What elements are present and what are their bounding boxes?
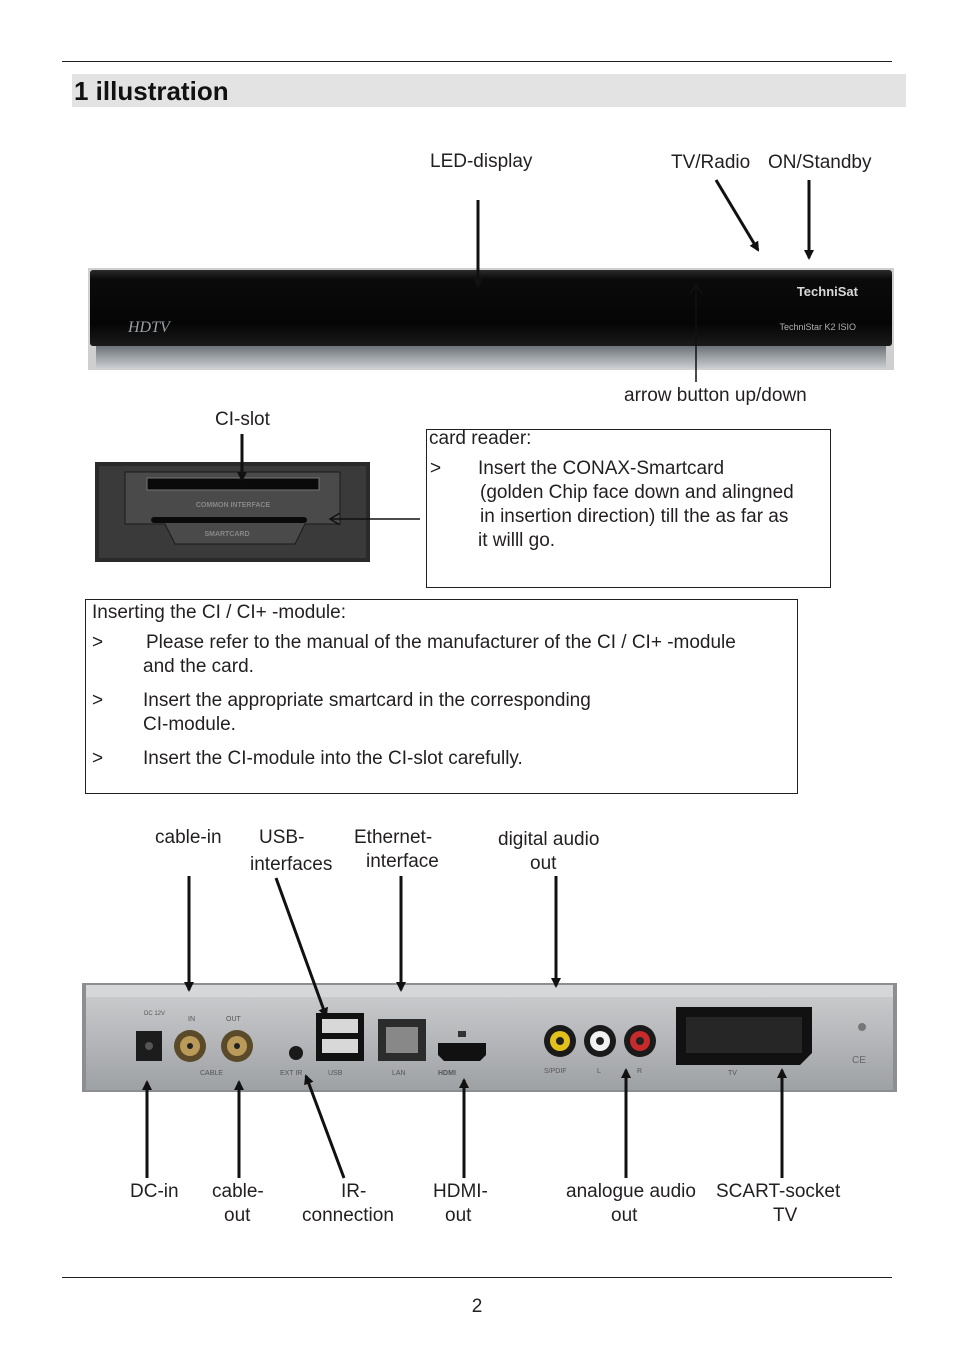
panel-text-usb: USB bbox=[328, 1070, 343, 1077]
card-reader-line-1: Insert the CONAX-Smartcard bbox=[478, 458, 725, 479]
label-ir-1: IR- bbox=[341, 1181, 367, 1202]
ci-text-common-interface: COMMON INTERFACE bbox=[196, 502, 271, 509]
label-ci-slot: CI-slot bbox=[215, 409, 270, 430]
label-arrow-button: arrow button up/down bbox=[624, 385, 807, 406]
label-usb-1: USB- bbox=[259, 827, 305, 848]
label-digital-audio-2: out bbox=[530, 853, 557, 874]
page-number: 2 bbox=[471, 1296, 483, 1317]
label-on-standby: ON/Standby bbox=[768, 152, 872, 173]
device-model: TechniStar K2 ISIO bbox=[779, 322, 856, 332]
arrow-usb bbox=[274, 877, 328, 1018]
panel-text-r: R bbox=[637, 1068, 642, 1075]
label-led-display: LED-display bbox=[430, 151, 533, 172]
label-cable-out-2: out bbox=[224, 1205, 251, 1226]
ci-module-item-line: CI-module. bbox=[143, 714, 236, 735]
label-scart-1: SCART-socket bbox=[716, 1181, 841, 1202]
panel-text-out: OUT bbox=[226, 1016, 242, 1023]
label-cable-in: cable-in bbox=[155, 827, 222, 848]
panel-text-ce: CE bbox=[852, 1055, 866, 1066]
label-analogue-2: out bbox=[611, 1205, 638, 1226]
label-cable-out-1: cable- bbox=[212, 1181, 264, 1202]
section-heading: 1 illustration bbox=[74, 76, 229, 106]
label-hdmi-1: HDMI- bbox=[433, 1181, 488, 1202]
label-ethernet-1: Ethernet- bbox=[354, 827, 433, 848]
label-usb-2: interfaces bbox=[250, 854, 333, 875]
bottom-rule bbox=[62, 1277, 892, 1278]
panel-text-lan: LAN bbox=[392, 1070, 406, 1077]
ci-module-bullet: > bbox=[92, 690, 104, 711]
panel-text-tv: TV bbox=[728, 1070, 737, 1077]
heading-bar bbox=[72, 74, 906, 107]
label-hdmi-2: out bbox=[445, 1205, 472, 1226]
panel-text-in: IN bbox=[188, 1016, 195, 1023]
front-panel-image: TechniSat TechniStar K2 ISIO HDTV bbox=[88, 268, 894, 370]
card-reader-title: card reader: bbox=[429, 428, 532, 449]
ci-module-item-line: Please refer to the manual of the manufa… bbox=[146, 632, 736, 653]
label-ir-2: connection bbox=[302, 1205, 394, 1226]
card-reader-line-3: in insertion direction) till the as far … bbox=[480, 506, 789, 527]
ci-module-title: Inserting the CI / CI+ -module: bbox=[92, 602, 346, 623]
panel-text-ext-ir: EXT IR bbox=[280, 1070, 302, 1077]
ci-module-box bbox=[85, 599, 798, 794]
arrow-ir bbox=[304, 1074, 346, 1179]
label-digital-audio-1: digital audio bbox=[498, 829, 600, 850]
card-reader-box bbox=[426, 429, 831, 588]
panel-text-hdmi: HDMI bbox=[438, 1070, 456, 1077]
top-rule bbox=[62, 61, 892, 62]
arrow-tv-radio bbox=[714, 179, 760, 252]
panel-text-l: L bbox=[597, 1068, 601, 1075]
rear-panel-image: DC 12V IN OUT CABLE EXT IR USB LAN HDMI … bbox=[82, 983, 897, 1092]
ci-module-item-line: Insert the appropriate smartcard in the … bbox=[143, 690, 591, 711]
ci-slot-image: COMMON INTERFACE SMARTCARD bbox=[95, 462, 370, 562]
label-dc-in: DC-in bbox=[130, 1181, 179, 1202]
panel-text-dc: DC 12V bbox=[144, 1011, 165, 1017]
card-reader-line-2: (golden Chip face down and alingned bbox=[480, 482, 794, 503]
label-ethernet-2: interface bbox=[366, 851, 439, 872]
ci-module-item-line: and the card. bbox=[143, 656, 254, 677]
label-tv-radio: TV/Radio bbox=[671, 152, 751, 173]
card-reader-bullet: > bbox=[430, 458, 442, 479]
ci-module-item-line: Insert the CI-module into the CI-slot ca… bbox=[143, 748, 523, 769]
label-analogue-1: analogue audio bbox=[566, 1181, 696, 1202]
hdtv-logo: HDTV bbox=[127, 319, 172, 336]
label-scart-2: TV bbox=[773, 1205, 798, 1226]
panel-text-cable: CABLE bbox=[200, 1070, 223, 1077]
device-brand: TechniSat bbox=[797, 284, 859, 299]
ci-text-smartcard: SMARTCARD bbox=[204, 531, 249, 538]
ci-module-bullet: > bbox=[92, 632, 104, 653]
panel-text-spdif: S/PDIF bbox=[544, 1068, 567, 1075]
ci-module-bullet: > bbox=[92, 748, 104, 769]
card-reader-line-4: it willl go. bbox=[478, 530, 556, 551]
